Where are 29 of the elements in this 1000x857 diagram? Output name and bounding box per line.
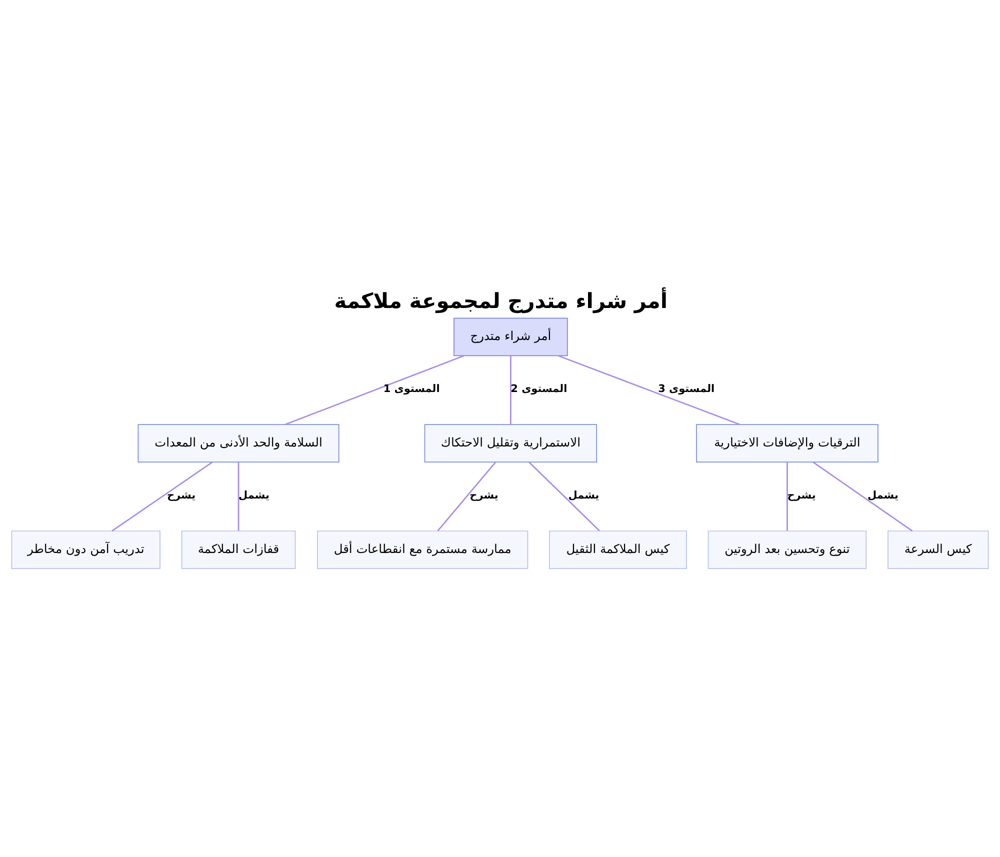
node-box: كيس الملاكمة الثقيل (549, 530, 687, 569)
edge-label: المستوى 3 (658, 382, 715, 395)
edge-label: يشمل (238, 489, 270, 502)
edge-label: يشرح (787, 489, 816, 502)
node-box: كيس السرعة (888, 530, 989, 569)
connector (786, 462, 788, 531)
connector (238, 462, 240, 531)
connector (284, 355, 464, 426)
edge-label: يشمل (867, 489, 898, 502)
edge-label: يشمل (568, 489, 600, 502)
node-box: السلامة والحد الأدنى من المعدات (138, 424, 340, 463)
node-box: ممارسة مستمرة مع انقطاعات أقل (317, 530, 528, 569)
edge-label: المستوى 1 (383, 382, 440, 395)
connector (528, 462, 600, 532)
connector (812, 462, 913, 532)
connector (112, 462, 213, 532)
node-box: قفازات الملاكمة (181, 530, 296, 569)
connector (558, 355, 740, 426)
edge-label: يشرح (470, 489, 498, 502)
node-box: تدريب آمن دون مخاطر (11, 530, 160, 569)
node-box: تنوع وتحسين بعد الروتين (708, 530, 867, 569)
node-box: الترقيات والإضافات الاختيارية (696, 424, 878, 463)
edge-label: يشرح (166, 489, 196, 502)
connector (510, 356, 512, 424)
edge-label: المستوى 2 (510, 382, 568, 395)
connector (437, 462, 496, 532)
node-box: الاستمرارية وتقليل الاحتكاك (424, 424, 598, 463)
node-box: أمر شراء متدرج (454, 318, 568, 356)
diagram-title: أمر شراء متدرج لمجموعة ملاكمة (334, 288, 668, 313)
